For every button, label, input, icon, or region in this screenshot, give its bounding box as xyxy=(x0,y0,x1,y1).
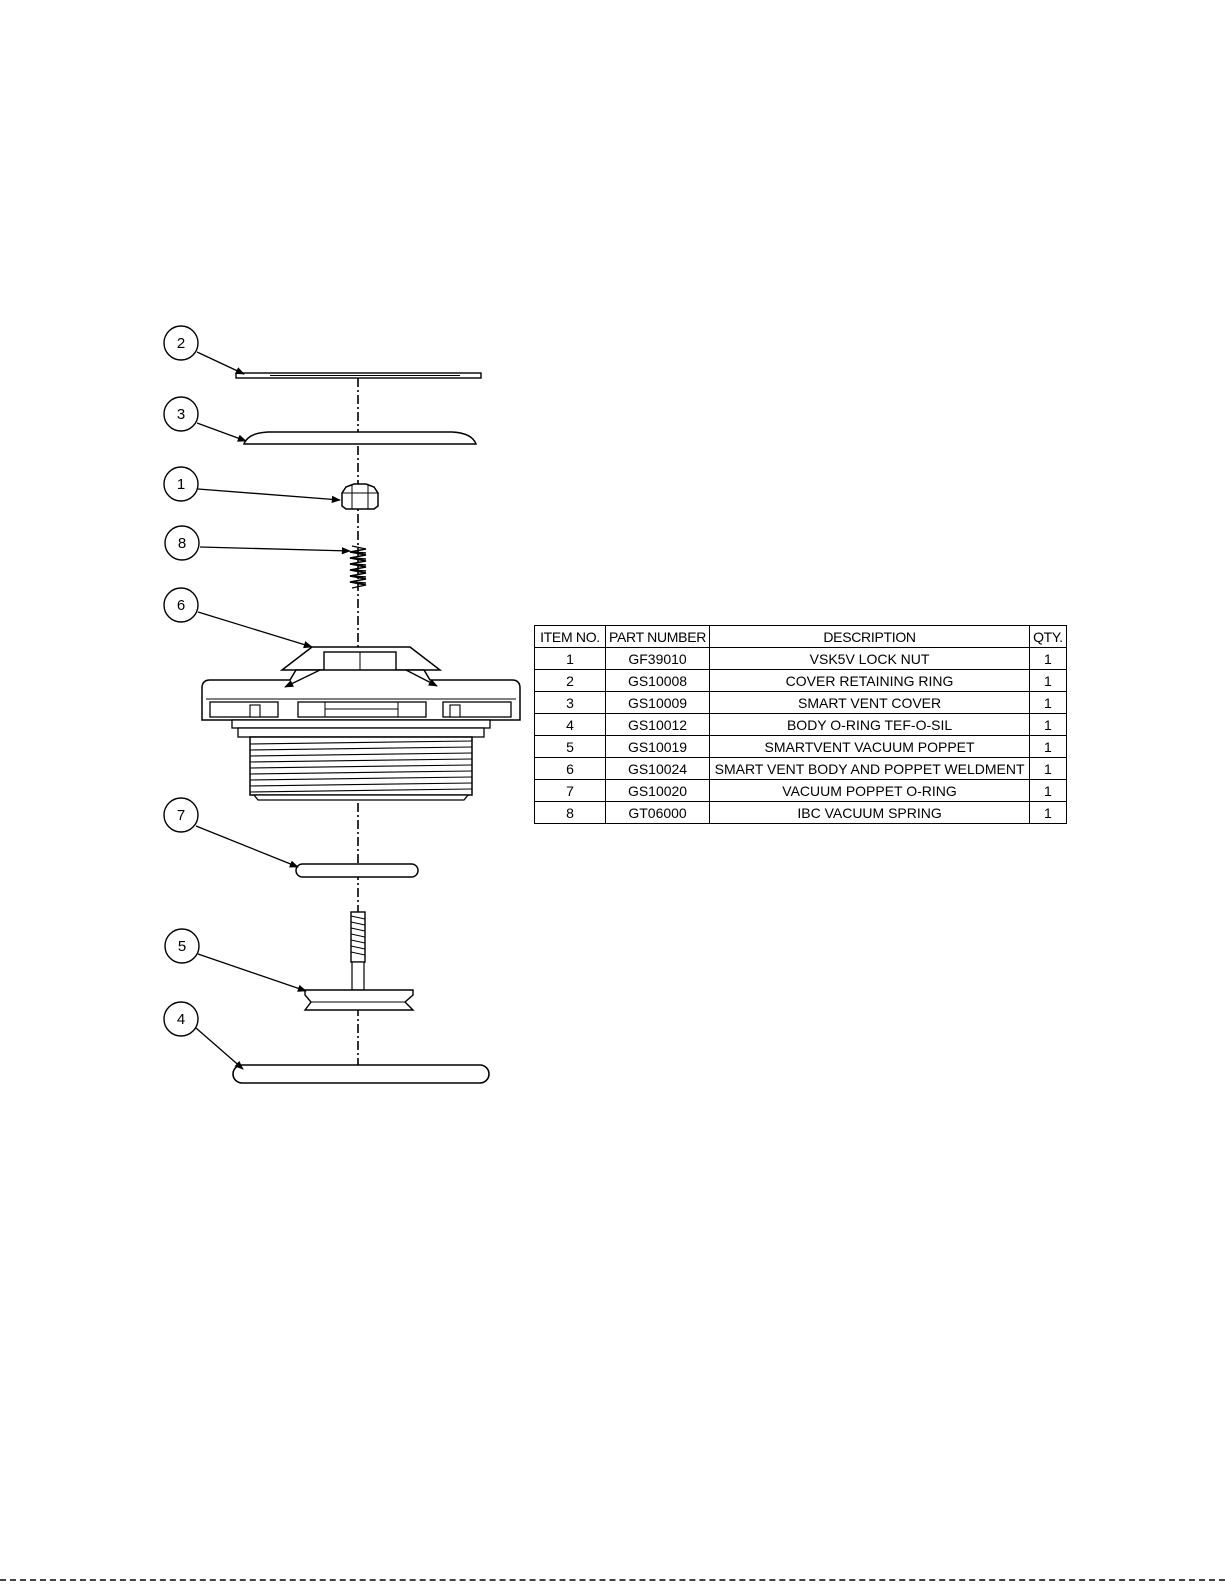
balloon-circle xyxy=(163,1001,199,1037)
cell-part-number: GS10008 xyxy=(604,669,711,692)
leader-line xyxy=(284,669,321,688)
cell-qty: 1 xyxy=(1029,669,1067,692)
leader-line xyxy=(197,953,307,992)
cell-qty: 1 xyxy=(1029,757,1067,780)
part-lock-nut xyxy=(341,483,379,510)
part-vacuum-poppet-o-ring xyxy=(295,863,419,878)
cell-description: SMARTVENT VACUUM POPPET xyxy=(709,735,1031,758)
cell-part-number: GS10019 xyxy=(604,735,711,758)
leader-line xyxy=(196,422,247,442)
cell-qty: 1 xyxy=(1029,779,1067,802)
header-part-number: PART NUMBER xyxy=(604,625,711,648)
cell-description: SMART VENT COVER xyxy=(709,691,1031,714)
cell-part-number: GS10009 xyxy=(604,691,711,714)
cell-description: VSK5V LOCK NUT xyxy=(709,647,1031,670)
header-item-no: ITEM NO. xyxy=(534,625,606,648)
cell-qty: 1 xyxy=(1029,691,1067,714)
cell-qty: 1 xyxy=(1029,713,1067,736)
balloon-label: 3 xyxy=(177,406,185,423)
table-row: 1 GF39010 VSK5V LOCK NUT 1 xyxy=(534,647,1067,670)
part-body-o-ring xyxy=(232,1064,490,1084)
balloon-label: 8 xyxy=(178,535,186,552)
page-bottom-edge xyxy=(0,1579,1225,1581)
balloon-label: 6 xyxy=(177,597,185,614)
leader-line xyxy=(196,351,245,375)
bill-of-materials-table: ITEM NO. PART NUMBER DESCRIPTION QTY. 1 … xyxy=(534,625,1067,824)
table-header-row: ITEM NO. PART NUMBER DESCRIPTION QTY. xyxy=(534,625,1067,648)
cell-item-no: 2 xyxy=(534,669,606,692)
balloon-circle xyxy=(163,797,199,833)
balloon-label: 7 xyxy=(177,807,185,824)
cell-item-no: 4 xyxy=(534,713,606,736)
cell-description: COVER RETAINING RING xyxy=(709,669,1031,692)
table-row: 5 GS10019 SMARTVENT VACUUM POPPET 1 xyxy=(534,735,1067,758)
balloon-circle xyxy=(163,325,199,361)
cell-item-no: 5 xyxy=(534,735,606,758)
cell-description: BODY O-RING TEF-O-SIL xyxy=(709,713,1031,736)
cell-description: SMART VENT BODY AND POPPET WELDMENT xyxy=(709,757,1031,780)
cell-description: VACUUM POPPET O-RING xyxy=(709,779,1031,802)
table-row: 3 GS10009 SMART VENT COVER 1 xyxy=(534,691,1067,714)
cell-qty: 1 xyxy=(1029,801,1067,824)
cell-part-number: GS10024 xyxy=(604,757,711,780)
cell-part-number: GS10012 xyxy=(604,713,711,736)
balloon-circle xyxy=(163,466,199,502)
leader-line xyxy=(405,669,438,687)
cell-item-no: 1 xyxy=(534,647,606,670)
balloon-label: 5 xyxy=(178,938,186,955)
leader-line xyxy=(197,611,313,649)
cell-part-number: GS10020 xyxy=(604,779,711,802)
balloon-circle xyxy=(164,525,200,561)
balloon-circle xyxy=(164,928,200,964)
part-smart-vent-cover xyxy=(242,431,478,445)
cell-part-number: GT06000 xyxy=(604,801,711,824)
cell-part-number: GF39010 xyxy=(604,647,711,670)
header-description: DESCRIPTION xyxy=(709,625,1031,648)
part-vacuum-poppet xyxy=(303,911,415,1011)
header-qty: QTY. xyxy=(1029,625,1067,648)
cell-qty: 1 xyxy=(1029,647,1067,670)
table-row: 4 GS10012 BODY O-RING TEF-O-SIL 1 xyxy=(534,713,1067,736)
leader-line xyxy=(197,488,341,503)
balloon-label: 2 xyxy=(177,335,185,352)
balloon-circle xyxy=(163,587,199,623)
table-row: 6 GS10024 SMART VENT BODY AND POPPET WEL… xyxy=(534,757,1067,780)
cell-item-no: 8 xyxy=(534,801,606,824)
balloon-circle xyxy=(163,396,199,432)
leader-line xyxy=(199,546,351,555)
cell-item-no: 3 xyxy=(534,691,606,714)
table-row: 7 GS10020 VACUUM POPPET O-RING 1 xyxy=(534,779,1067,802)
part-cover-retaining-ring xyxy=(235,372,482,379)
leader-line xyxy=(195,825,299,868)
cell-description: IBC VACUUM SPRING xyxy=(709,801,1031,824)
part-body-weldment xyxy=(201,646,521,801)
balloon-label: 1 xyxy=(177,476,185,493)
balloon-label: 4 xyxy=(177,1011,185,1028)
cell-item-no: 7 xyxy=(534,779,606,802)
table-row: 8 GT06000 IBC VACUUM SPRING 1 xyxy=(534,801,1067,824)
part-vacuum-spring xyxy=(349,545,367,589)
cell-item-no: 6 xyxy=(534,757,606,780)
cell-qty: 1 xyxy=(1029,735,1067,758)
table-row: 2 GS10008 COVER RETAINING RING 1 xyxy=(534,669,1067,692)
leader-line xyxy=(195,1027,244,1070)
